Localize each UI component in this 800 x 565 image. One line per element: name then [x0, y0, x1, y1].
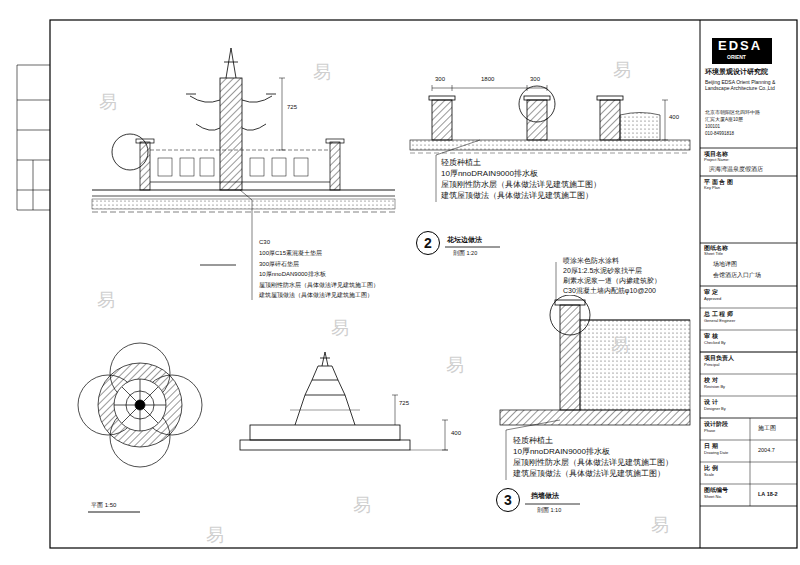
material-note: 屋顶刚性防水层（具体做法详见建筑施工图）: [440, 180, 602, 189]
field-label: Designer By: [703, 407, 727, 412]
dimension: 400: [668, 114, 680, 121]
field-label: 审 核: [703, 333, 719, 339]
field-label: Approved: [703, 297, 722, 302]
scale-note: 剖面 1:20: [452, 250, 478, 256]
material-note: 刷素水泥浆一道（内掺建筑胶）: [562, 277, 662, 285]
company-name: 环境景观设计研究院: [704, 68, 769, 76]
material-note: C30混凝土墙内配筋φ10@200: [562, 287, 657, 295]
field-label: Drawing Date: [703, 451, 729, 456]
field-value: 2004.7: [757, 447, 776, 453]
address: 汇宾大厦A座10层: [704, 117, 744, 122]
company-logo: ORIENT: [726, 55, 747, 61]
field-value: 场地详图: [712, 261, 738, 267]
field-label: 日 期: [703, 443, 719, 449]
view-title: 平面 1:50: [90, 502, 117, 509]
field-label: 项目负责人: [703, 355, 735, 361]
watermark: 易: [610, 335, 630, 356]
material-note: 建筑屋顶做法（具体做法详见建筑施工图）: [512, 469, 666, 478]
dimension: 400: [450, 430, 462, 437]
detail-title: 花坛边做法: [446, 236, 483, 244]
field-label: Scale: [703, 473, 715, 478]
material-note: 建筑屋顶做法（具体做法详见建筑施工图）: [258, 292, 374, 298]
material-note: 100厚C15素混凝土垫层: [258, 250, 323, 257]
callout-number: 3: [504, 493, 512, 507]
watermark: 易: [612, 60, 632, 81]
material-note: 300厚碎石垫层: [258, 261, 300, 268]
dimension: 1800: [480, 76, 495, 83]
material-note: 10厚nnoDRAIN9000排水板: [440, 169, 539, 178]
field-label: Revision By: [703, 385, 726, 390]
material-note: 屋顶刚性防水层（具体做法详见建筑施工图）: [512, 458, 674, 467]
material-note: 建筑屋顶做法（具体做法详见建筑施工图）: [440, 191, 594, 200]
field-label: General Engineer: [703, 319, 736, 324]
address: 100101: [704, 124, 721, 129]
dimension: 300: [529, 76, 541, 83]
material-note: 20厚1:2.5水泥砂浆找平层: [562, 267, 643, 275]
scale-note: 剖面 1:10: [536, 507, 562, 513]
detail-title: 挡墙做法: [530, 492, 560, 500]
dimension: 725: [286, 104, 298, 111]
field-label: 平 面 合 图: [703, 179, 734, 185]
field-label: 设计阶段: [703, 421, 729, 427]
watermark: 易: [96, 290, 116, 311]
field-value: LA 18-2: [757, 491, 779, 497]
watermark: 易: [98, 92, 118, 113]
field-label: Sheet Title: [703, 252, 724, 257]
field-label: 图纸编号: [703, 487, 729, 493]
material-note: 10厚nnoDRAIN9000排水板: [512, 447, 611, 456]
field-label: Principal: [703, 363, 720, 368]
company-name: Beijing EDSA Orient Planning & Landscape…: [704, 80, 796, 92]
field-label: Checked By: [703, 341, 727, 346]
watermark: 易: [352, 495, 372, 516]
field-label: 图纸名称: [703, 245, 729, 251]
field-label: 项目名称: [703, 151, 729, 157]
watermark: 易: [445, 355, 465, 376]
material-note: 轻质种植土: [512, 436, 554, 445]
material-note: 轻质种植土: [440, 158, 482, 167]
watermark: 易: [205, 525, 225, 546]
dimension: 725: [398, 400, 410, 407]
watermark: 易: [330, 318, 350, 339]
field-label: Sheet No.: [703, 495, 723, 500]
field-value: 会馆酒店入口广场: [712, 272, 762, 278]
address: 010-84991818: [704, 131, 735, 136]
field-label: 设 计: [703, 399, 719, 405]
field-value: 滨海湾温泉度假酒店: [708, 166, 764, 172]
field-label: Project Name:: [703, 158, 730, 163]
material-note: C30: [258, 239, 271, 246]
field-label: 比 例: [703, 465, 719, 471]
company-logo: EDSA: [717, 39, 763, 54]
field-label: 审 定: [703, 289, 719, 295]
detail-callout-circle: 2: [416, 231, 440, 255]
field-label: Key Plan: [703, 186, 721, 191]
dimension: 300: [434, 76, 446, 83]
field-label: Phase: [703, 429, 716, 434]
watermark: 易: [312, 62, 332, 83]
callout-number: 2: [424, 236, 432, 250]
address: 北京市朝阳区北四环中路: [704, 110, 761, 115]
detail-callout-circle: 3: [496, 488, 520, 512]
material-note: 喷涂米色防水涂料: [562, 257, 620, 265]
material-note: 屋顶刚性防水层（具体做法详见建筑施工图）: [258, 282, 380, 288]
field-value: 施工图: [757, 425, 777, 431]
material-note: 10厚nnoDAN9000排水板: [258, 271, 327, 278]
field-label: 校 对: [703, 377, 719, 383]
field-label: 总 工 程 师: [703, 311, 734, 317]
watermark: 易: [650, 515, 670, 536]
